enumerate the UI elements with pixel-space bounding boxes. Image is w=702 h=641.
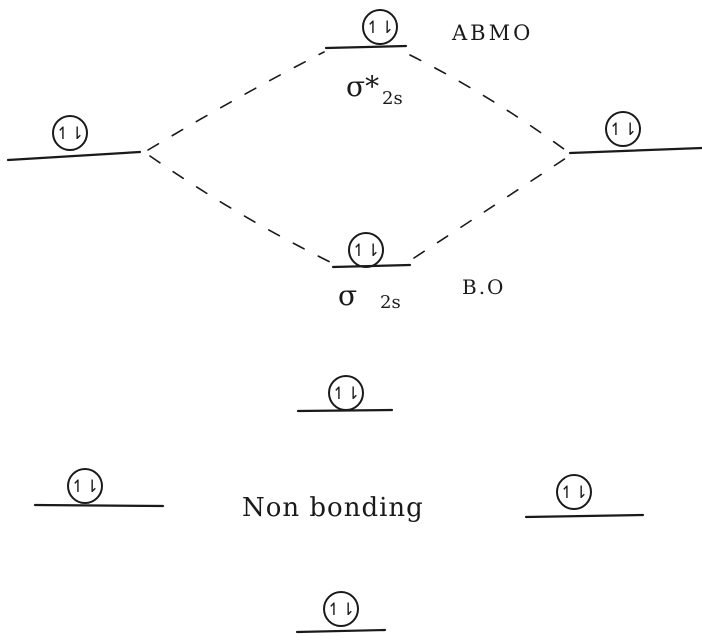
electron-pair: ↿⇂ — [327, 600, 356, 620]
dash-left-to-bonding — [149, 155, 331, 263]
sigma-label: σ 2s — [338, 279, 401, 313]
dash-antibonding-to-right — [409, 54, 569, 153]
right-atomic-orbital: ↿⇂ — [568, 111, 702, 155]
sigma-star-symbol: σ* — [346, 70, 379, 103]
electron-pair: ↿⇂ — [71, 477, 100, 497]
electron-pair: ↿⇂ — [366, 18, 395, 38]
electron-pair: ↿⇂ — [560, 483, 589, 503]
sigma-star-subscript: 2s — [382, 88, 403, 109]
antibonding-label: ABMO — [451, 21, 533, 45]
nonbonding-top-orbital: ↿⇂ — [296, 375, 394, 413]
nonbonding-label: Non bonding — [242, 493, 424, 523]
nonbonding-left-orbital: ↿⇂ — [33, 468, 165, 508]
left-atomic-orbital: ↿⇂ — [6, 115, 142, 162]
bond-order-label: B.O — [462, 275, 505, 299]
electron-pair: ↿⇂ — [352, 241, 381, 261]
correlation-lines — [147, 51, 569, 263]
electron-pair: ↿⇂ — [56, 124, 85, 144]
dash-left-to-antibonding — [147, 51, 325, 151]
nonbonding-right-orbital: ↿⇂ — [524, 474, 645, 519]
nonbonding-bottom-orbital: ↿⇂ — [295, 591, 387, 634]
sigma-symbol: σ — [338, 279, 357, 312]
antibonding-orbital: ↿⇂ — [324, 9, 408, 50]
bonding-orbital: ↿⇂ — [331, 232, 412, 269]
electron-pair: ↿⇂ — [332, 384, 361, 404]
electron-pair: ↿⇂ — [609, 120, 638, 140]
dash-bonding-to-right — [413, 157, 567, 259]
sigma-star-label: σ* 2s — [346, 70, 403, 109]
sigma-subscript: 2s — [380, 292, 401, 313]
